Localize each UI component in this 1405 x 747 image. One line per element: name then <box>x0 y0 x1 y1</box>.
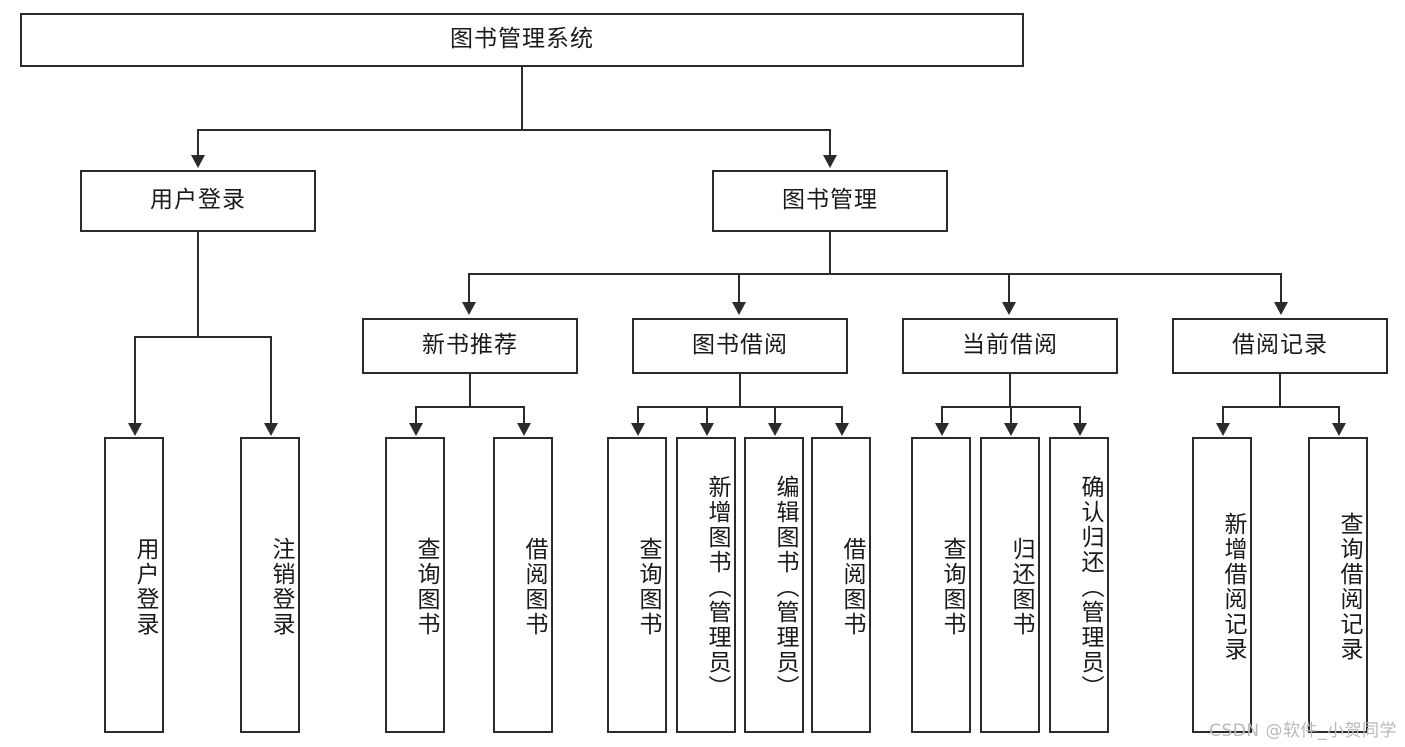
connector-borrow-record-bus <box>1222 406 1338 408</box>
connector-bb-to-leaf-3 <box>841 406 843 424</box>
connector-user-login-bus <box>134 336 270 338</box>
connector-bm-to-current-borrow <box>1008 273 1010 303</box>
node-label: 借阅图书 <box>521 537 547 637</box>
node-label: 用户登录 <box>132 537 158 637</box>
leaf-book-borrow-1[interactable]: 新增图书（管理员） <box>676 437 736 733</box>
node-label: 图书管理系统 <box>450 26 594 53</box>
arrowhead-user-login-leaf-0 <box>128 423 142 436</box>
connector-bb-to-leaf-2 <box>774 406 776 424</box>
connector-root-trunk <box>521 67 523 130</box>
leaf-current-borrow-2[interactable]: 确认归还（管理员） <box>1049 437 1109 733</box>
arrowhead-cb-leaf-0 <box>935 423 949 436</box>
node-label: 注销登录 <box>268 537 294 637</box>
node-label: 查询图书 <box>413 537 439 637</box>
connector-new-book-bus <box>415 406 523 408</box>
node-root-book-management-system[interactable]: 图书管理系统 <box>20 13 1024 67</box>
connector-book-borrow-trunk <box>739 374 741 407</box>
arrowhead-bm-book-borrow <box>732 302 746 315</box>
node-book-management[interactable]: 图书管理 <box>712 170 948 232</box>
connector-bm-to-book-borrow <box>738 273 740 303</box>
connector-user-login-to-leaf-1 <box>270 336 272 424</box>
node-label: 查询图书 <box>939 537 965 637</box>
leaf-new-book-1[interactable]: 借阅图书 <box>493 437 553 733</box>
connector-br-to-leaf-0 <box>1222 406 1224 424</box>
node-label: 新书推荐 <box>422 332 518 359</box>
leaf-new-book-0[interactable]: 查询图书 <box>385 437 445 733</box>
connector-cb-to-leaf-2 <box>1079 406 1081 424</box>
connector-book-management-trunk <box>829 232 831 274</box>
arrowhead-user-login-leaf-1 <box>264 423 278 436</box>
node-label: 查询图书 <box>635 537 661 637</box>
connector-root-to-book-management <box>829 129 831 156</box>
node-current-borrow[interactable]: 当前借阅 <box>902 318 1118 374</box>
connector-cb-to-leaf-0 <box>941 406 943 424</box>
connector-user-login-to-leaf-0 <box>134 336 136 424</box>
leaf-book-borrow-0[interactable]: 查询图书 <box>607 437 667 733</box>
node-label: 图书管理 <box>782 187 878 214</box>
arrowhead-new-book-leaf-1 <box>517 423 531 436</box>
arrowhead-br-leaf-0 <box>1216 423 1230 436</box>
arrowhead-bm-new-book <box>462 302 476 315</box>
connector-bm-to-new-book <box>468 273 470 303</box>
connector-root-to-user-login <box>197 129 199 156</box>
connector-new-book-trunk <box>469 374 471 407</box>
node-borrow-record[interactable]: 借阅记录 <box>1172 318 1388 374</box>
node-user-login[interactable]: 用户登录 <box>80 170 316 232</box>
connector-user-login-trunk <box>197 232 199 337</box>
connector-root-bus <box>197 129 829 131</box>
arrowhead-to-user-login <box>191 155 205 168</box>
leaf-current-borrow-0[interactable]: 查询图书 <box>911 437 971 733</box>
node-label: 借阅图书 <box>839 537 865 637</box>
node-label: 借阅记录 <box>1232 332 1328 359</box>
leaf-borrow-record-0[interactable]: 新增借阅记录 <box>1192 437 1252 733</box>
leaf-current-borrow-1[interactable]: 归还图书 <box>980 437 1040 733</box>
leaf-book-borrow-2[interactable]: 编辑图书（管理员） <box>744 437 804 733</box>
arrowhead-bb-leaf-2 <box>768 423 782 436</box>
node-label: 查询借阅记录 <box>1336 512 1362 662</box>
arrowhead-br-leaf-1 <box>1332 423 1346 436</box>
connector-book-borrow-bus <box>637 406 842 408</box>
arrowhead-cb-leaf-1 <box>1004 423 1018 436</box>
connector-book-management-bus <box>468 273 1280 275</box>
node-label: 编辑图书（管理员） <box>772 474 798 700</box>
arrowhead-bb-leaf-3 <box>835 423 849 436</box>
connector-new-book-to-leaf-1 <box>523 406 525 424</box>
connector-new-book-to-leaf-0 <box>415 406 417 424</box>
node-label: 归还图书 <box>1008 537 1034 637</box>
connector-bm-to-borrow-record <box>1280 273 1282 303</box>
node-label: 用户登录 <box>150 187 246 214</box>
arrowhead-cb-leaf-2 <box>1073 423 1087 436</box>
arrowhead-bb-leaf-1 <box>700 423 714 436</box>
arrowhead-new-book-leaf-0 <box>409 423 423 436</box>
arrowhead-bm-borrow-record <box>1274 302 1288 315</box>
arrowhead-to-book-management <box>823 155 837 168</box>
csdn-watermark: CSDN @软件_小贺同学 <box>1209 721 1397 741</box>
node-label: 新增图书（管理员） <box>704 474 730 700</box>
arrowhead-bb-leaf-0 <box>631 423 645 436</box>
node-new-book-recommend[interactable]: 新书推荐 <box>362 318 578 374</box>
connector-borrow-record-trunk <box>1279 374 1281 407</box>
node-book-borrow[interactable]: 图书借阅 <box>632 318 848 374</box>
leaf-user-login-1[interactable]: 注销登录 <box>240 437 300 733</box>
connector-bb-to-leaf-1 <box>706 406 708 424</box>
leaf-user-login-0[interactable]: 用户登录 <box>104 437 164 733</box>
connector-br-to-leaf-1 <box>1338 406 1340 424</box>
node-label: 确认归还（管理员） <box>1077 474 1103 700</box>
leaf-borrow-record-1[interactable]: 查询借阅记录 <box>1308 437 1368 733</box>
connector-current-borrow-trunk <box>1009 374 1011 407</box>
node-label: 图书借阅 <box>692 332 788 359</box>
connector-bb-to-leaf-0 <box>637 406 639 424</box>
leaf-book-borrow-3[interactable]: 借阅图书 <box>811 437 871 733</box>
arrowhead-bm-current-borrow <box>1002 302 1016 315</box>
node-label: 当前借阅 <box>962 332 1058 359</box>
connector-cb-to-leaf-1 <box>1010 406 1012 424</box>
node-label: 新增借阅记录 <box>1220 512 1246 662</box>
